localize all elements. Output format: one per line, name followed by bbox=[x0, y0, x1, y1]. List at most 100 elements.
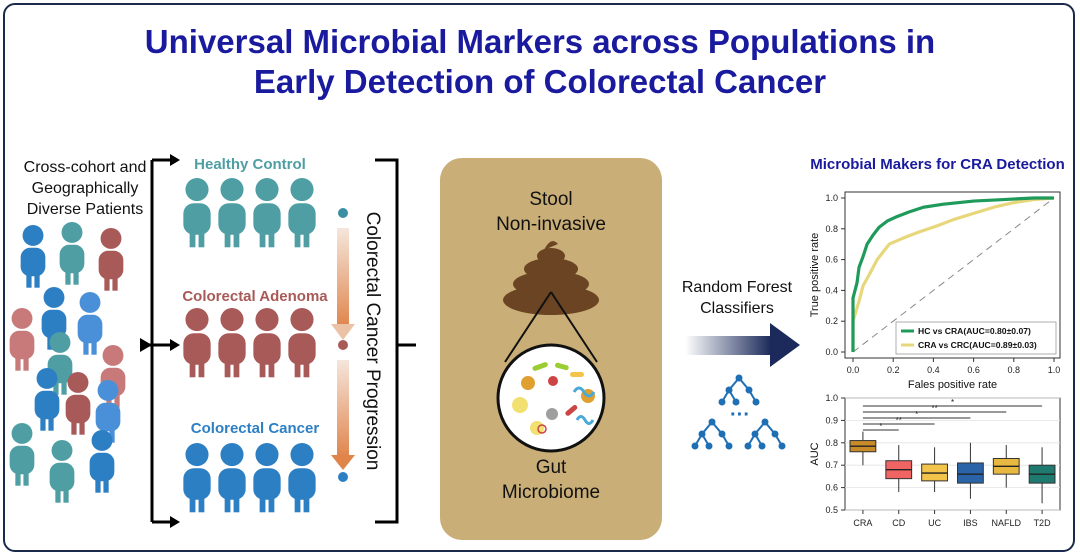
microbiome-circle bbox=[496, 343, 606, 453]
tree-icon-right-node-3 bbox=[744, 442, 752, 450]
patient-13-leg-right bbox=[63, 483, 69, 503]
person-cancer-4-leg-right bbox=[303, 491, 310, 513]
patient-5-leg-left bbox=[83, 335, 89, 355]
roc-legend-label-1: CRA vs CRC(AUC=0.89±0.03) bbox=[918, 340, 1037, 350]
tree-icon-right-node-1 bbox=[751, 430, 759, 438]
gut-microbiome-label: Gut Microbiome bbox=[440, 455, 662, 505]
classifier-line-2: Classifiers bbox=[700, 300, 774, 317]
person-adenoma-4 bbox=[288, 308, 316, 378]
tree-icon-right bbox=[744, 418, 786, 450]
person-cancer-2-leg-right bbox=[233, 491, 240, 513]
roc-chart-title: Microbial Makers for CRA Detection bbox=[810, 156, 1065, 173]
classifier-ellipsis: ··· bbox=[730, 404, 750, 426]
patient-9 bbox=[34, 368, 60, 431]
roc-xtick-label-2: 0.4 bbox=[927, 365, 940, 375]
magnifier-lines bbox=[504, 291, 598, 363]
person-healthy-3-leg-right bbox=[268, 226, 275, 248]
patient-10 bbox=[65, 372, 91, 435]
patient-7-head bbox=[102, 345, 124, 366]
person-healthy-2-leg-right bbox=[233, 226, 240, 248]
branch-connector bbox=[141, 158, 172, 524]
patient-4-head bbox=[43, 287, 65, 308]
person-adenoma-1-body bbox=[183, 333, 211, 365]
patients-label-line-3: Diverse Patients bbox=[26, 201, 144, 218]
person-healthy-2-body bbox=[218, 203, 246, 235]
box-xtick-label-0: CRA bbox=[853, 518, 872, 528]
person-cancer-2-body bbox=[218, 468, 246, 500]
person-cancer-3-leg-left bbox=[259, 491, 266, 513]
person-adenoma-2-leg-right bbox=[233, 356, 240, 378]
box-ytick-label-2: 0.7 bbox=[825, 460, 838, 470]
patient-13-head bbox=[51, 440, 73, 461]
person-adenoma-3-body bbox=[253, 333, 281, 365]
person-adenoma-3-head bbox=[255, 308, 279, 332]
patient-1-leg-right bbox=[34, 268, 40, 288]
person-adenoma-1-head bbox=[185, 308, 209, 332]
person-cancer-3-leg-right bbox=[268, 491, 275, 513]
tree-icon-top-node-3 bbox=[718, 398, 726, 406]
patient-10-head bbox=[67, 372, 89, 393]
tree-icon-left-node-0 bbox=[708, 418, 716, 426]
roc-ytick-label-0: 0.0 bbox=[825, 347, 838, 357]
patient-5-body bbox=[77, 314, 103, 344]
progression-bracket bbox=[375, 158, 416, 524]
person-adenoma-1-leg-left bbox=[189, 356, 196, 378]
patient-6-leg-right bbox=[23, 351, 29, 371]
person-adenoma-3 bbox=[253, 308, 281, 378]
patient-13 bbox=[49, 440, 75, 503]
patient-10-leg-right bbox=[79, 415, 85, 435]
person-cancer-4-leg-left bbox=[294, 491, 301, 513]
roc-ytick-label-4: 0.8 bbox=[825, 224, 838, 234]
roc-xlabel: Fales positive rate bbox=[908, 379, 997, 391]
person-healthy-3-leg-left bbox=[259, 226, 266, 248]
box-xtick-label-2: UC bbox=[928, 518, 941, 528]
patient-9-body bbox=[34, 390, 60, 420]
roc-legend-box bbox=[895, 321, 1057, 355]
patient-9-leg-left bbox=[40, 411, 46, 431]
patient-1-leg-left bbox=[26, 268, 32, 288]
patient-5 bbox=[77, 292, 103, 355]
tree-icon-left-node-1 bbox=[698, 430, 706, 438]
person-adenoma-4-body bbox=[288, 333, 316, 365]
patient-2-body bbox=[59, 244, 85, 274]
tree-icon-top-node-2 bbox=[745, 386, 753, 394]
tree-icon-left-node-3 bbox=[691, 442, 699, 450]
healthy-control-label: Healthy Control bbox=[194, 156, 306, 173]
patient-3-head bbox=[100, 228, 122, 249]
roc-series-line-0 bbox=[851, 196, 1054, 352]
roc-ytick-label-1: 0.2 bbox=[825, 316, 838, 326]
patient-5-head bbox=[79, 292, 101, 313]
person-healthy-1-head bbox=[185, 178, 209, 202]
roc-ytick-label-3: 0.6 bbox=[825, 255, 838, 265]
patient-2-head bbox=[61, 222, 83, 243]
patient-12-leg-right bbox=[23, 466, 29, 486]
person-cancer-3-body bbox=[253, 468, 281, 500]
person-adenoma-2-leg-left bbox=[224, 356, 231, 378]
tree-icon-top-node-1 bbox=[725, 386, 733, 394]
patient-9-leg-right bbox=[48, 411, 54, 431]
person-adenoma-4-head bbox=[290, 308, 314, 332]
person-adenoma-2-body bbox=[218, 333, 246, 365]
person-healthy-1-leg-left bbox=[189, 226, 196, 248]
person-healthy-4-leg-right bbox=[303, 226, 310, 248]
tree-icon-left-node-4 bbox=[705, 442, 713, 450]
person-adenoma-2 bbox=[218, 308, 246, 378]
patient-13-body bbox=[49, 462, 75, 492]
person-adenoma-2-head bbox=[220, 308, 244, 332]
patient-3-leg-left bbox=[104, 271, 110, 291]
patient-8-head bbox=[49, 332, 71, 353]
person-adenoma-3-leg-left bbox=[259, 356, 266, 378]
person-adenoma-1 bbox=[183, 308, 211, 378]
box-ytick-label-3: 0.8 bbox=[825, 438, 838, 448]
person-healthy-3 bbox=[253, 178, 281, 248]
stool-line-2: Non-invasive bbox=[496, 214, 606, 235]
patient-14 bbox=[89, 430, 115, 493]
patient-2-leg-right bbox=[73, 265, 79, 285]
tree-icon-right-node-2 bbox=[771, 430, 779, 438]
stool-label: Stool Non-invasive bbox=[440, 187, 662, 237]
patient-8-leg-right bbox=[61, 375, 67, 395]
colorectal-cancer-label: Colorectal Cancer bbox=[190, 420, 320, 437]
